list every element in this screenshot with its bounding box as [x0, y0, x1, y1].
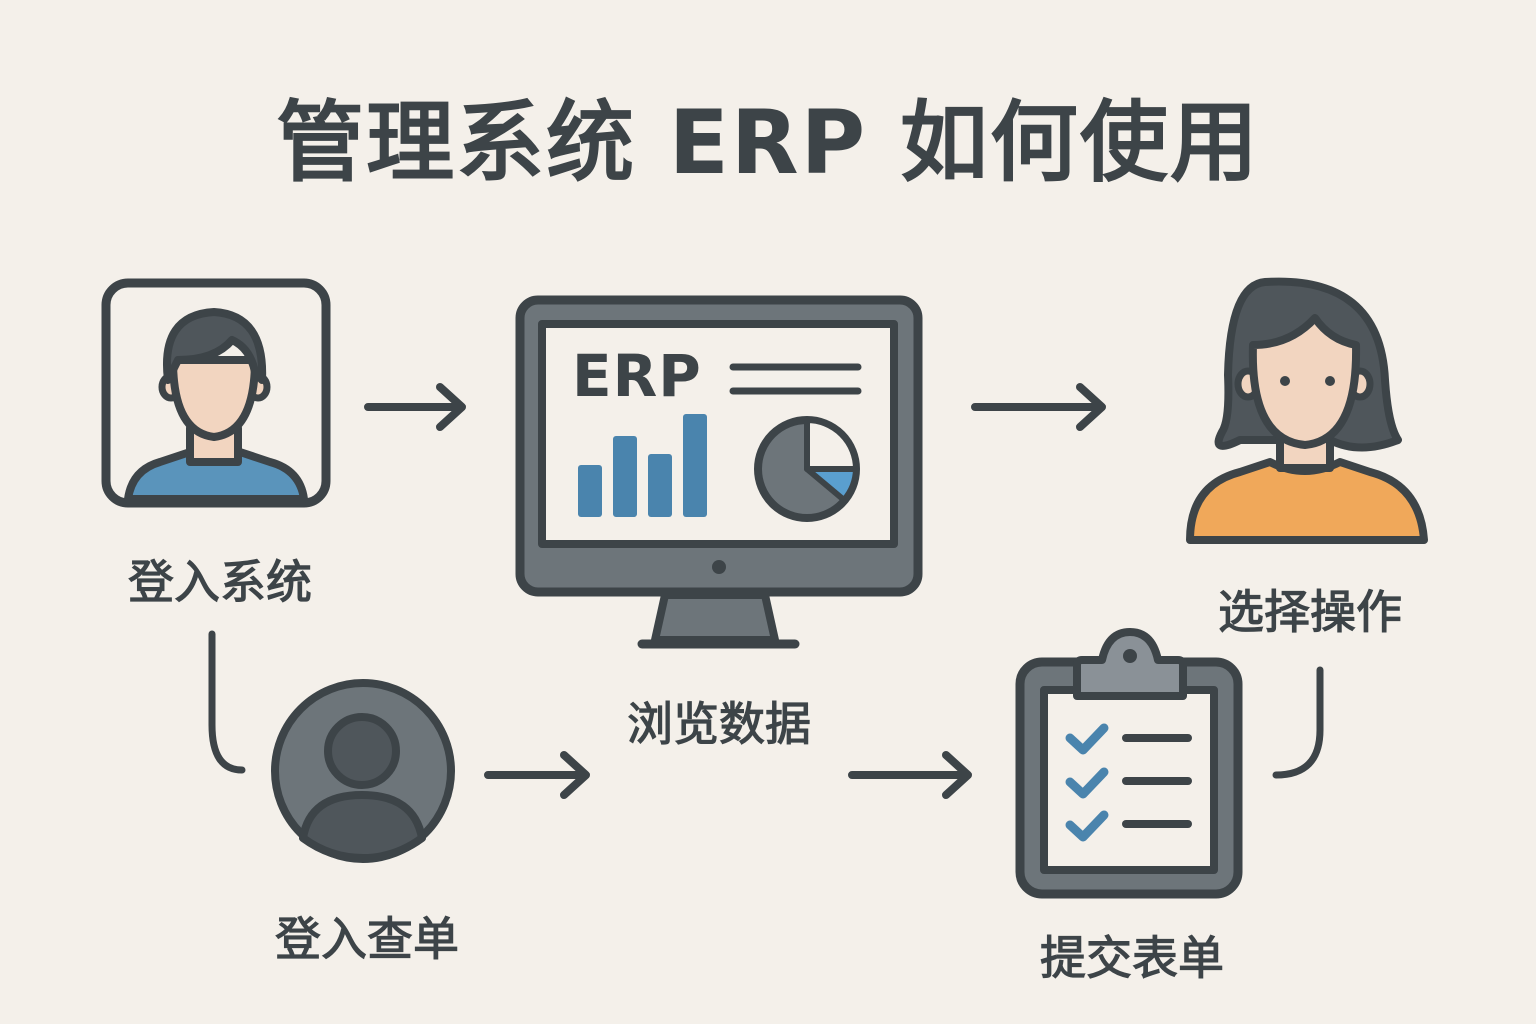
arrow-icon: [848, 751, 972, 799]
user-icon-male: [101, 278, 331, 508]
step-label-submit-form: 提交表单: [1039, 930, 1224, 985]
arrow-icon: [484, 751, 590, 799]
connector-line: [1272, 666, 1324, 779]
arrow-icon: [971, 383, 1106, 431]
user-icon-female: [1186, 277, 1428, 544]
step-label-select-operation: 选择操作: [1217, 584, 1402, 639]
clipboard-icon: [1015, 628, 1243, 899]
step-label-browse-data: 浏览数据: [626, 696, 811, 751]
pie-chart-icon: [754, 416, 860, 522]
monitor-icon: [515, 295, 923, 649]
avatar-icon: [271, 679, 455, 863]
page-title: 管理系统 ERP 如何使用: [276, 91, 1260, 194]
connector-line: [208, 630, 246, 774]
step-label-login-query: 登入查单: [274, 911, 459, 966]
arrow-icon: [364, 383, 466, 431]
step-label-login-system: 登入系统: [127, 554, 312, 609]
bar-chart-icon: [578, 414, 707, 517]
monitor-screen-title: ERP: [572, 342, 702, 410]
